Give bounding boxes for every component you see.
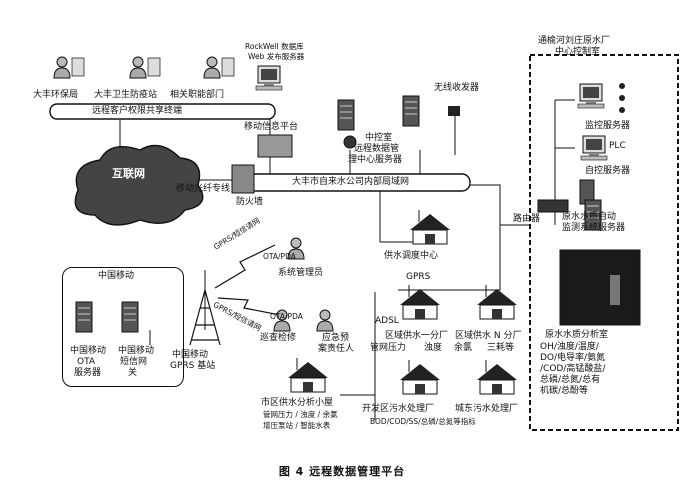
analysis-room-photo (559, 249, 641, 326)
label-analysis-1: OH/浊度/温度/ (540, 342, 599, 352)
label-sewage-1: 开发区污水处理厂 (362, 404, 435, 414)
auto-control-server-icon (580, 135, 608, 161)
plant-control-room-box (529, 54, 679, 431)
label-city-hut-3: 增压泵站 / 智能水表 (263, 421, 331, 430)
label-sewage-3: BOD/COD/SS/总磷/总氮等指标 (370, 417, 476, 426)
label-adsl: ADSL (375, 316, 399, 326)
label-sms-3: 关 (128, 368, 138, 378)
emergency-person-icon (316, 309, 334, 332)
label-gprs: GPRS (406, 272, 431, 282)
label-plant1-4: 余氯 (454, 343, 473, 353)
central-server-icon (337, 99, 355, 131)
label-plantN-2: 三耗等 (487, 343, 515, 353)
label-internet: 互联网 (112, 167, 145, 180)
label-gprs-base-1: 中国移动 (172, 350, 209, 360)
label-plc: PLC (609, 141, 626, 151)
label-analysis-5: 机碳/总酚等 (540, 386, 589, 396)
camera-icon (619, 83, 625, 89)
label-central-3: 理中心服务器 (348, 155, 403, 165)
label-dafeng-health: 大丰卫生防疫站 (94, 90, 158, 100)
label-remote-client: 远程客户权限共享终端 (92, 106, 183, 116)
label-sms-2: 短信网 (120, 357, 148, 367)
label-city-hut-1: 市区供水分析小屋 (261, 398, 334, 408)
label-firewall: 防火墙 (236, 197, 264, 207)
city-hut-house-icon (287, 357, 329, 393)
sewage1-house-icon (399, 359, 441, 395)
label-ota-pda-1: OTA/PDA (263, 252, 296, 261)
label-plant1-1: 区域供水一分厂 (385, 331, 449, 341)
china-mobile-box (62, 267, 184, 387)
wireless-signal-lines (214, 244, 281, 316)
label-city-hut-2: 管网压力 / 浊度 / 余氯 (263, 410, 338, 419)
globe-icon (343, 135, 357, 149)
label-analysis-4: 总磷/总氮/总有 (540, 375, 601, 385)
sewage2-house-icon (476, 359, 518, 395)
label-water-qc-1: 原水水质自动 (562, 212, 617, 222)
camera-icon (619, 107, 625, 113)
label-fiber: 移动光纤专线 (176, 184, 231, 194)
label-monitor-server: 监控服务器 (585, 121, 631, 131)
mobile-platform-icon (257, 134, 293, 158)
remote-client-pipe (49, 103, 276, 120)
label-dafeng-env: 大丰环保局 (33, 90, 79, 100)
client-person-icon (203, 56, 235, 79)
label-sewage-2: 城东污水处理厂 (455, 404, 519, 414)
web-server-icon (255, 65, 283, 91)
label-related-dept: 相关职能部门 (170, 90, 225, 100)
central-server-icon (402, 95, 420, 127)
firewall-icon (231, 164, 255, 194)
gprs-tower-icon (189, 287, 221, 346)
label-ota-3: 服务器 (74, 368, 102, 378)
internet-cloud-icon (74, 144, 204, 226)
figure-caption: 图 4 远程数据管理平台 (278, 465, 406, 478)
label-analysis-2: DO/电导率/氨氮 (540, 353, 606, 363)
label-wireless-rx: 无线收发器 (434, 83, 480, 93)
label-plant-2: 中心控制室 (555, 47, 601, 57)
label-emergency-1: 应急预 (322, 333, 350, 343)
label-patrol: 巡查检修 (260, 333, 297, 343)
label-sms-1: 中国移动 (118, 346, 155, 356)
monitor-server-icon (577, 83, 605, 109)
label-mobile-info: 移动信息平台 (244, 122, 299, 132)
label-emergency-2: 案责任人 (318, 344, 355, 354)
label-rockwell-db: RockWell 数据库 (245, 42, 304, 51)
label-water-qc-2: 监测系统服务器 (562, 223, 626, 233)
label-ota-pda-2: OTA/PDA (270, 312, 303, 321)
label-router: 路由器 (513, 214, 541, 224)
wireless-transceiver-icon (448, 106, 460, 116)
label-lan: 大丰市自来水公司内部局域网 (292, 177, 410, 187)
dispatch-house-icon (409, 209, 451, 245)
label-plant-1: 通榆河刘庄原水厂 (538, 36, 611, 46)
label-analysis-3: /COD/高锰酸盐/ (540, 364, 606, 374)
label-ota-2: OTA (77, 357, 96, 367)
label-central-1: 中控室 (365, 133, 393, 143)
label-analysis-title: 原水水质分析室 (545, 330, 609, 340)
label-plantN-1: 区域供水 N 分厂 (455, 331, 522, 341)
label-auto-server: 自控服务器 (585, 166, 631, 176)
camera-icon (619, 95, 625, 101)
label-gprs-base-2: GPRS 基站 (170, 361, 216, 371)
client-person-icon (129, 56, 161, 79)
label-plant1-3: 浊度 (424, 343, 443, 353)
router-icon (537, 199, 569, 213)
label-sys-admin: 系统管理员 (278, 268, 324, 278)
label-ota-1: 中国移动 (70, 346, 107, 356)
label-plant1-2: 管网压力 (370, 343, 407, 353)
label-dispatch: 供水调度中心 (384, 251, 439, 261)
label-china-mobile: 中国移动 (98, 271, 135, 281)
label-web-server: Web 发布服务器 (248, 52, 305, 61)
client-person-icon (53, 56, 85, 79)
label-central-2: 远程数据管 (354, 144, 400, 154)
